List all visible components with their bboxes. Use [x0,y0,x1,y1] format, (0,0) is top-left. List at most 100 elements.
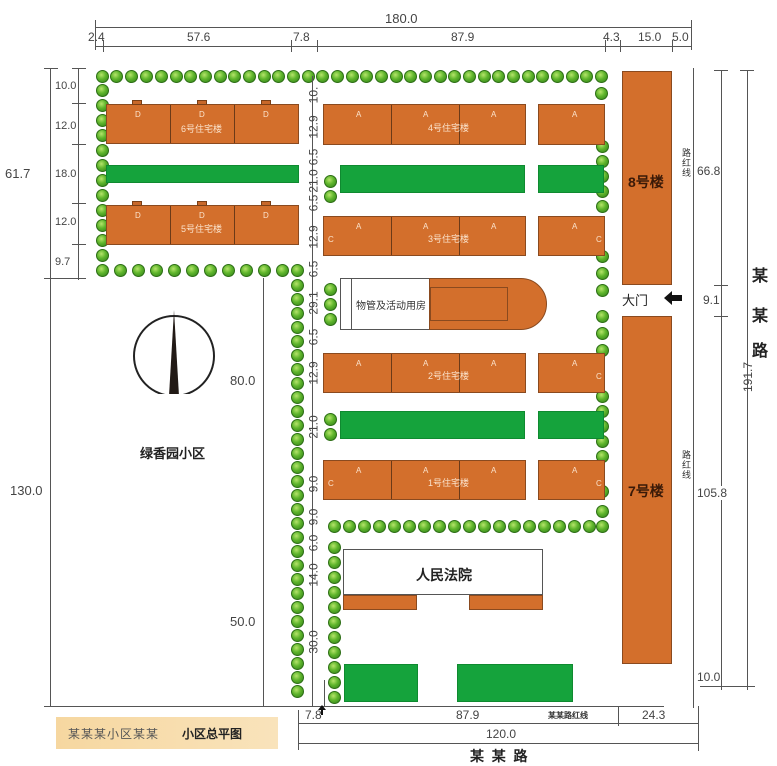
unit-label: A [423,466,429,475]
dim-center-10: 12.9 [306,361,321,385]
dim-left-outer-top: 61.7 [5,166,31,181]
dim-top-seg-2: 57.6 [187,30,211,44]
dim-line-left-outer-top [50,68,51,280]
site-base-line [44,706,664,707]
dim-tick [44,68,58,69]
dim-left-inner-2: 12.0 [55,120,77,132]
dim-bottom-overall: 120.0 [486,727,517,741]
dim-tick [72,203,86,204]
building-5[interactable]: D D D 5号住宅楼 [106,205,299,245]
dim-line-right-total [747,70,748,690]
dim-inner-low: 50.0 [230,614,256,629]
dim-line-left-inner [78,68,79,280]
south-road-label: 某 某 路 [470,748,528,764]
unit-label: C [328,235,334,244]
green-court-2 [457,664,573,702]
dim-top-seg-5: 4.3 [603,30,620,44]
unit-label: A [491,110,497,119]
unit-label: D [263,211,269,220]
building-7-label: 7号楼 [628,483,664,499]
dim-tick [672,40,673,52]
dim-inner-mid: 80.0 [230,373,256,388]
building-2-main[interactable]: A A A 2号住宅楼 [323,353,526,393]
dim-line-bottom-segments [298,723,698,724]
stair-bump [261,100,271,105]
stair-bump [197,201,207,206]
building-5-label: 5号住宅楼 [181,224,223,234]
dim-top-seg-4: 87.9 [451,30,475,44]
green-strip-3 [340,411,525,439]
dim-tick [740,70,754,71]
green-strip-west [106,165,299,183]
unit-label: A [356,222,362,231]
building-2-label: 2号住宅楼 [428,371,470,381]
dim-top-seg-1: 2.4 [88,30,105,44]
dim-tick [605,40,606,52]
green-strip-1 [340,165,525,193]
building-4-main[interactable]: A A A 4号住宅楼 [323,104,526,145]
unit-label: A [572,110,578,119]
dim-center-12: 9.0 [306,475,321,493]
building-4-label: 4号住宅楼 [428,123,470,133]
dim-line-overall-top [95,27,691,28]
unit-label: A [572,466,578,475]
mgmt-building-label: 物管及活动用房 [356,301,426,312]
building-4-east[interactable]: A [538,104,605,145]
unit-label: C [596,235,602,244]
dim-tick [714,70,728,71]
building-3-main[interactable]: A A A C 3号住宅楼 [323,216,526,256]
dim-tick [103,40,104,52]
building-1-main[interactable]: A A A C 1号住宅楼 [323,460,526,500]
dim-right-gate: 9.1 [703,293,720,307]
building-8[interactable]: 8号楼 [622,71,672,285]
unit-label: D [199,110,205,119]
dim-tick [714,316,728,317]
stair-bump [197,100,207,105]
stair-bump [132,100,142,105]
dim-top-seg-6: 15.0 [638,30,662,44]
dim-right-lower: 105.8 [697,486,728,500]
dim-center-3: 6.5 [306,148,321,166]
north-arrow [132,310,216,397]
building-3-east[interactable]: A C [538,216,605,256]
building-2-east[interactable]: A C [538,353,605,393]
unit-label: A [491,222,497,231]
building-1-label: 1号住宅楼 [428,478,470,488]
activity-hall[interactable] [429,278,547,330]
court-building[interactable]: 人民法院 [343,549,543,595]
dim-tick [620,40,621,52]
unit-label: A [491,466,497,475]
mgmt-building[interactable]: 物管及活动用房 [340,278,430,330]
unit-label: A [356,110,362,119]
dim-bottom-seg-2: 87.9 [456,708,480,722]
dim-right-total: 191.7 [741,361,756,393]
dim-line-segments-top [95,46,691,47]
building-7[interactable]: 7号楼 [622,316,672,664]
gate-label: 大门 [622,293,649,308]
building-6[interactable]: D D D 6号住宅楼 [106,104,299,144]
dim-center-15: 14.0 [306,563,321,587]
dim-tick [714,285,728,286]
dim-tick [95,20,96,50]
green-court-1 [344,664,418,702]
unit-label: A [572,359,578,368]
dim-center-8: 29.1 [306,291,321,315]
dim-left-inner-1: 10.0 [55,80,77,92]
building-1-east[interactable]: A C [538,460,605,500]
building-3-label: 3号住宅楼 [428,234,470,244]
dim-left-inner-4: 12.0 [55,216,77,228]
court-annex-west [343,595,417,610]
dim-right-bottom: 10.0 [697,670,721,684]
dim-center-11: 21.0 [306,415,321,439]
gate-arrow-icon [664,291,682,310]
dim-tick [324,680,325,706]
dim-tick [72,68,86,69]
title-text: 小区总平图 [182,727,243,741]
dim-line-bottom-overall [298,743,698,744]
unit-label: C [596,372,602,381]
north-arrow-icon [133,310,215,397]
red-line-label-upper: 路红线 [682,148,692,178]
unit-label: D [135,211,141,220]
dim-tick [298,710,299,750]
entry-arrow-icon [318,702,326,720]
